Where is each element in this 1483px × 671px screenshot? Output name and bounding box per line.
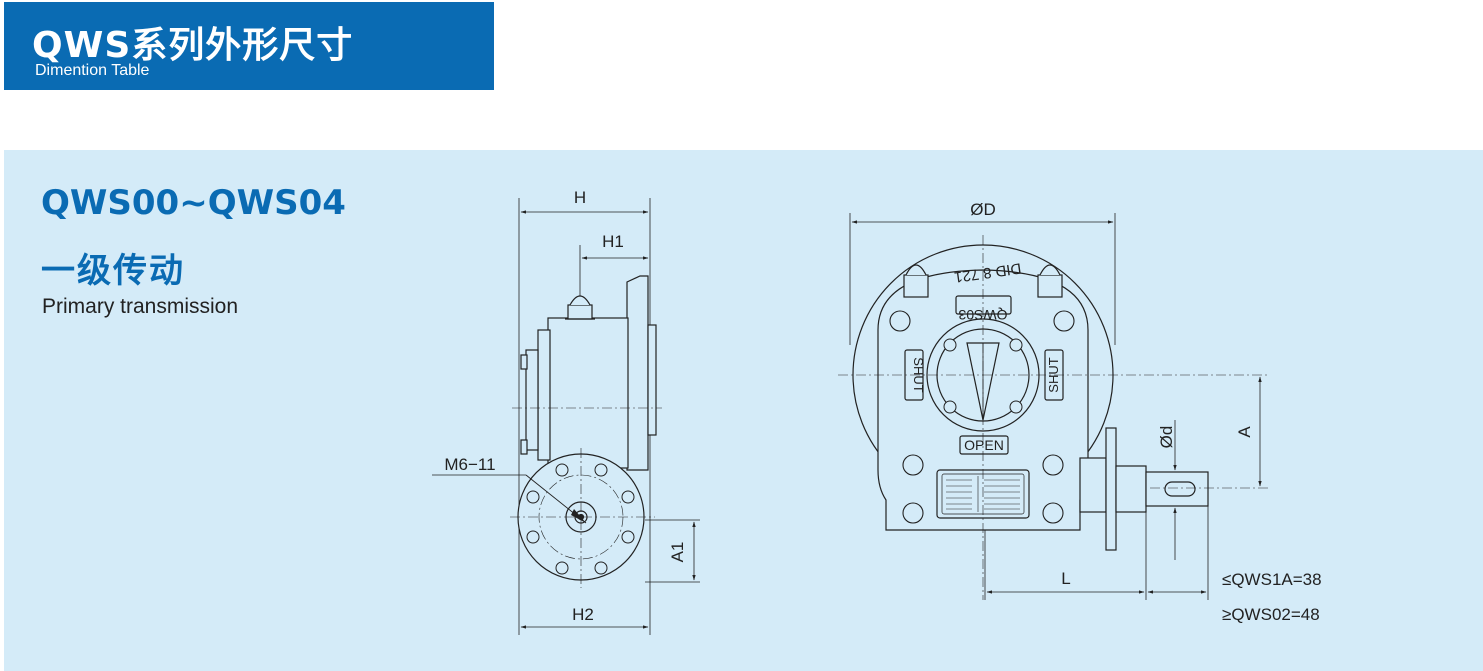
dim-h-label: H	[574, 188, 586, 207]
front-view	[838, 213, 1270, 600]
note-size-large: ≥QWS02=48	[1222, 605, 1320, 624]
dim-h1-label: H1	[602, 232, 624, 251]
thread-label: M6−11	[444, 455, 495, 474]
header-subtitle: Dimention Table	[35, 62, 150, 79]
diagram-panel	[4, 150, 1483, 671]
model-plate-text: QWS03	[958, 307, 1007, 323]
dim-h2-label: H2	[572, 605, 594, 624]
side-view	[432, 198, 700, 635]
stage-en: Primary transmission	[42, 295, 239, 318]
dim-l-label: L	[1061, 569, 1070, 588]
header-title: QWS系列外形尺寸	[32, 25, 354, 66]
dim-a1-label: A1	[668, 542, 687, 563]
shut-left-label: SHUT	[911, 357, 926, 392]
dim-d-outer-label: ØD	[970, 200, 996, 219]
dim-a-label: A	[1235, 426, 1254, 438]
dim-d-shaft-label: Ød	[1157, 426, 1176, 449]
header-banner: QWS系列外形尺寸 Dimention Table	[4, 2, 494, 90]
shut-right-label: SHUT	[1046, 357, 1061, 392]
stage-cn: 一级传动	[41, 251, 185, 291]
note-size-small: ≤QWS1A=38	[1222, 570, 1322, 589]
model-range: QWS00~QWS04	[41, 183, 346, 223]
open-label: OPEN	[964, 437, 1004, 453]
